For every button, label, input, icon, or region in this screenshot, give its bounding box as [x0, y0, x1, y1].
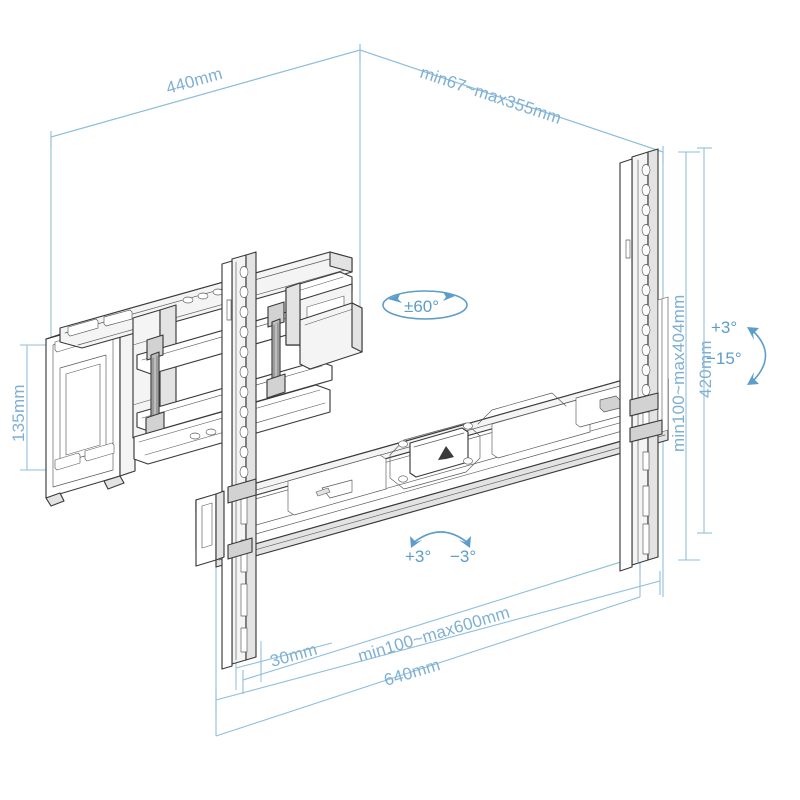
dimension-min100-max404mm [678, 151, 700, 561]
left-vesa-plate [45, 312, 136, 507]
label-min67-max355mm: min67~max355mm [418, 63, 564, 128]
left-vertical-rail [221, 251, 257, 670]
label-420mm: 420mm [696, 340, 715, 398]
left-rail-hole-column [239, 266, 249, 478]
label-roll-right-angle: −3° [450, 547, 476, 566]
label-min100-max404mm: min100~max404mm [669, 295, 688, 453]
label-tilt-down-angle: −15° [706, 349, 742, 368]
label-135mm: 135mm [9, 384, 28, 442]
label-swivel-angle: ±60° [404, 297, 439, 316]
label-30mm: 30mm [268, 640, 319, 671]
right-support-cylinder [266, 301, 286, 399]
swivel-rotation-icon [382, 290, 468, 320]
label-roll-left-angle: +3° [405, 547, 431, 566]
right-rail-hole-column [641, 164, 651, 396]
roll-rotation-icon [410, 531, 471, 548]
label-640mm: 640mm [382, 655, 443, 690]
main-horizontal-rail [195, 372, 669, 568]
right-wall-arm [299, 302, 363, 370]
dimension-min67-max355mm [359, 44, 664, 164]
left-support-cylinder [145, 334, 165, 437]
tilt-rotation-icon [747, 327, 767, 385]
dimension-640mm [215, 571, 661, 714]
right-vertical-rail [619, 148, 669, 572]
up-arrow-icon [438, 446, 454, 460]
lower-left-leg [195, 490, 225, 567]
label-tilt-up-angle: +3° [711, 318, 737, 337]
label-440mm: 440mm [164, 64, 225, 98]
dimension-420mm [697, 147, 712, 534]
